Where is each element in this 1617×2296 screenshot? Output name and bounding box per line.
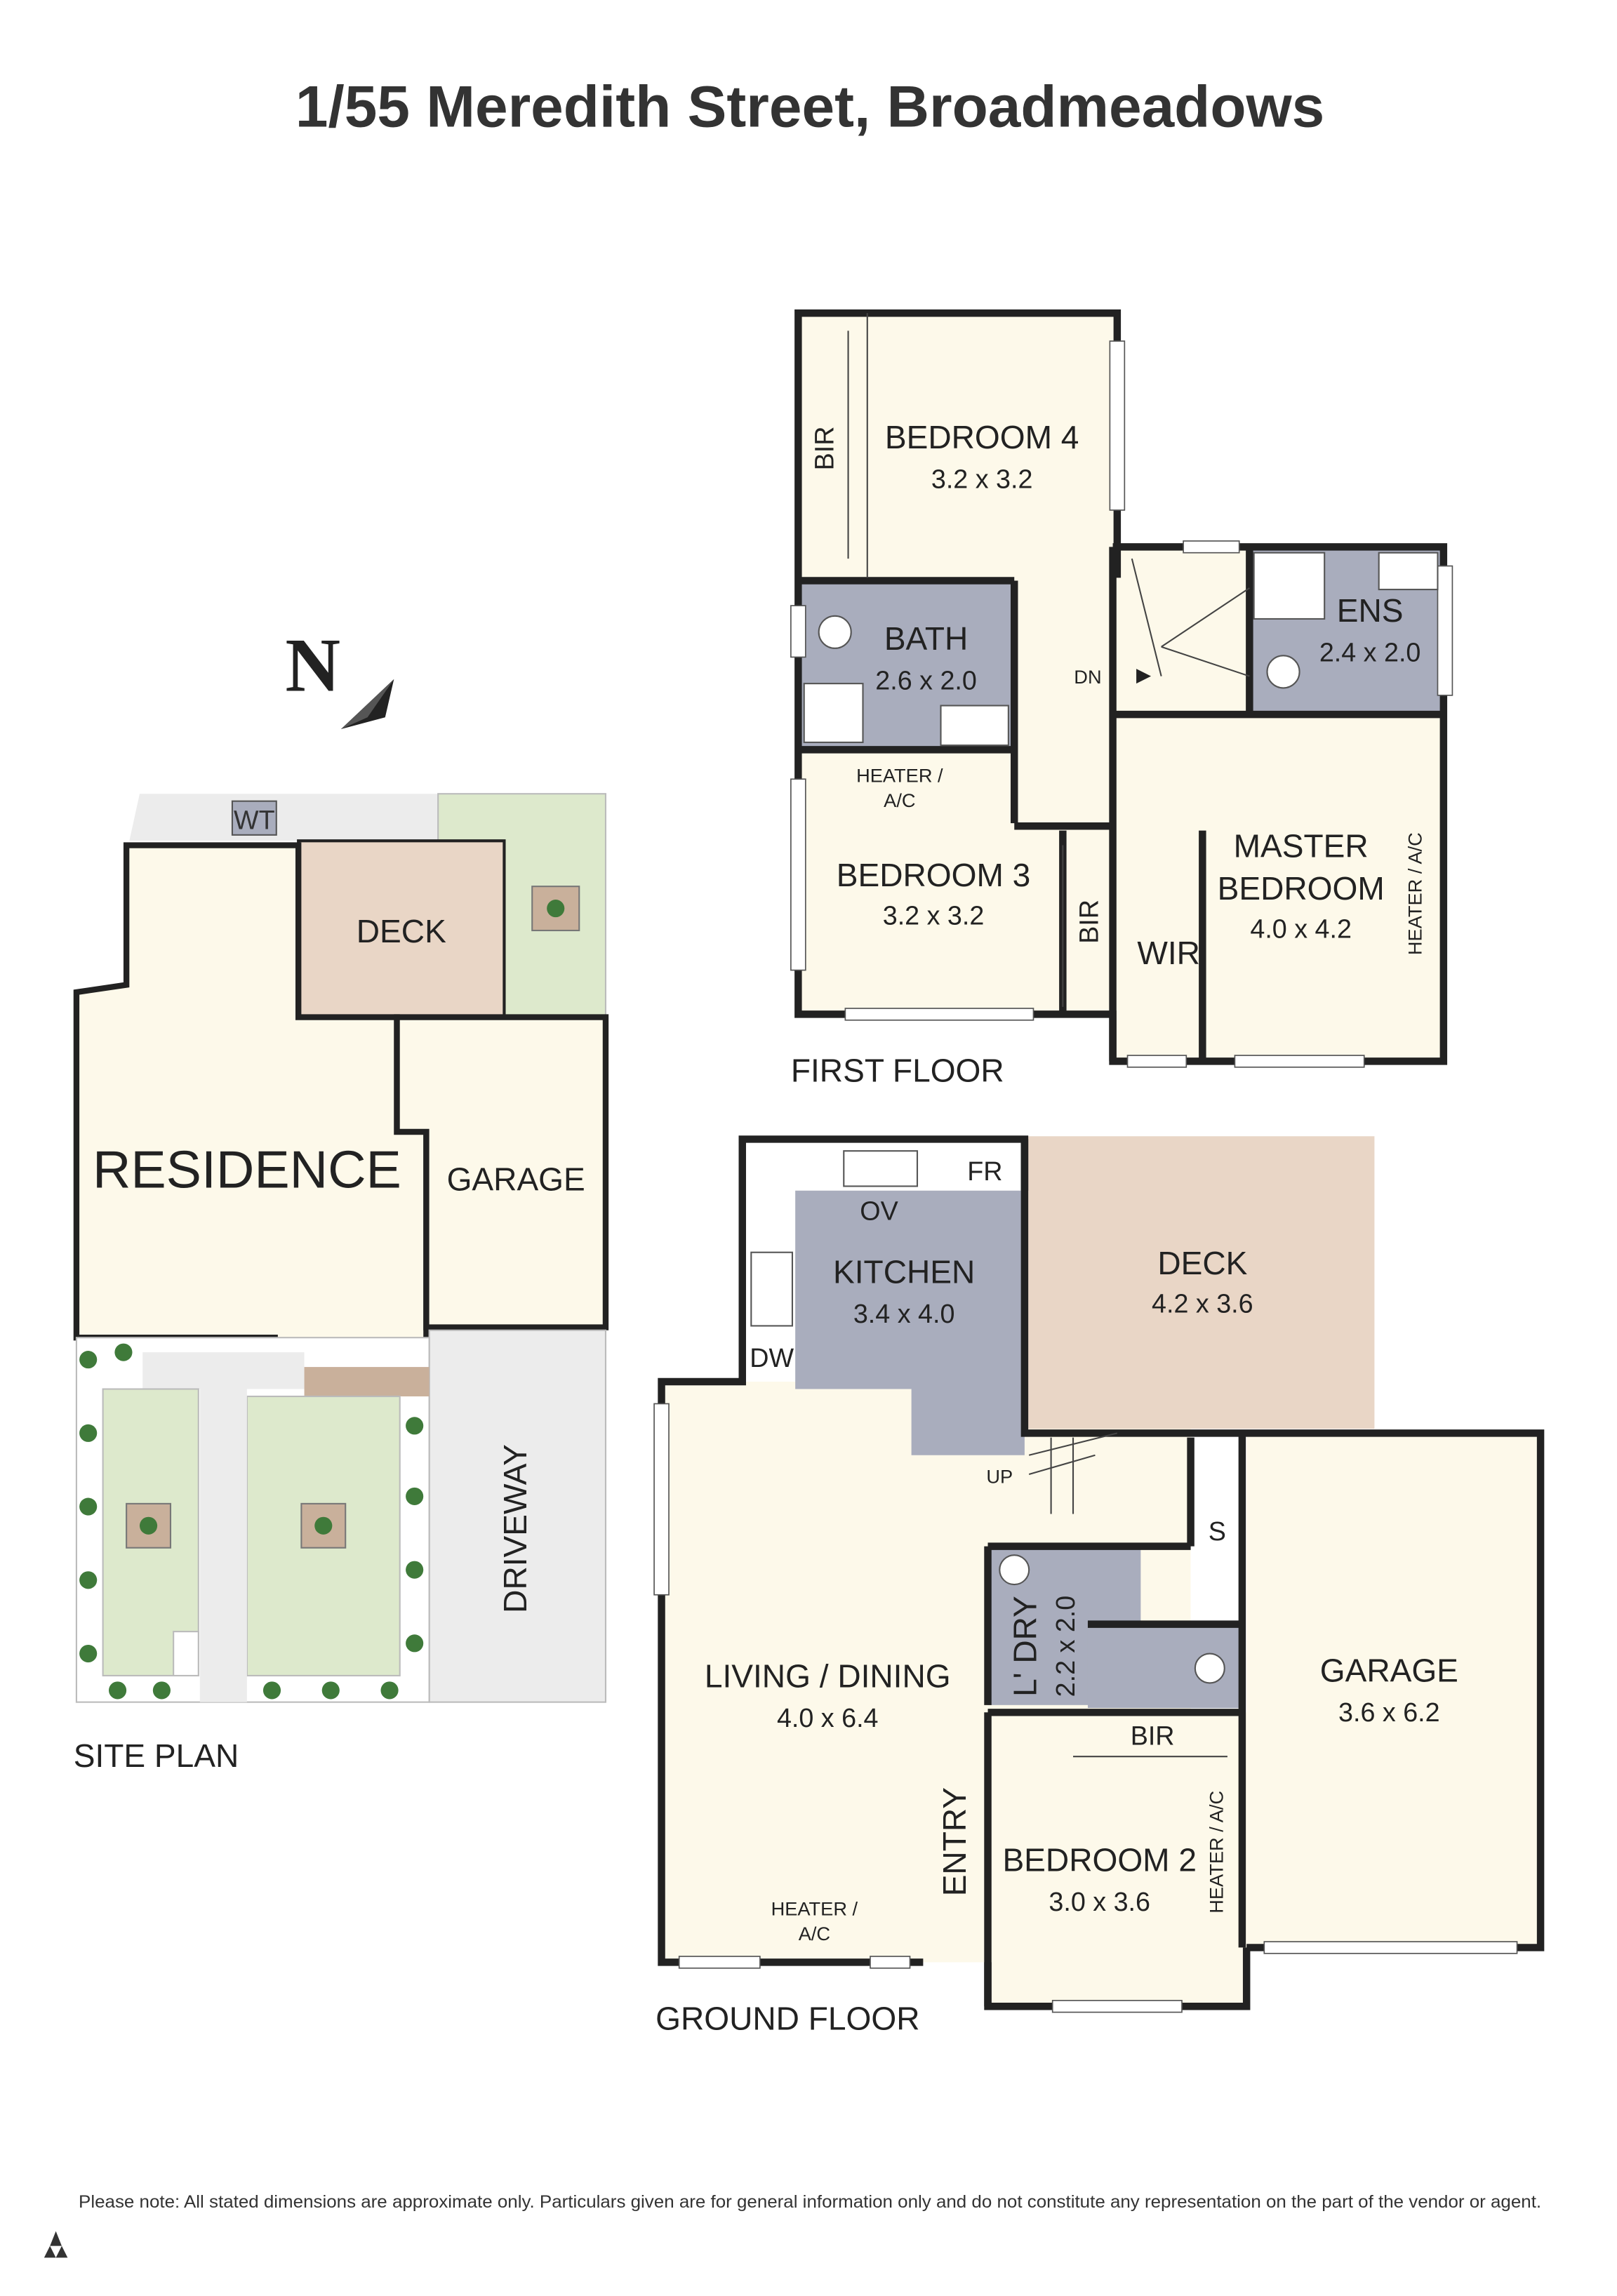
ground-floor-fr: FR [967,1156,1002,1186]
site-plan-wt: WT [234,805,275,834]
ground-floor-deck-dim: 4.2 x 3.6 [1152,1289,1253,1319]
first-floor-wir: WIR [1137,935,1200,971]
ground-floor-heater-bed2: HEATER / A/C [1206,1791,1227,1914]
ground-floor-laundry-dim: 2.2 x 2.0 [1051,1596,1080,1697]
ground-floor-heater-living1: HEATER / [771,1897,858,1919]
disclaimer: Please note: All stated dimensions are a… [79,2192,1541,2212]
ground-floor-living-dim: 4.0 x 6.4 [777,1703,879,1733]
ground-floor-garage-dim: 3.6 x 6.2 [1338,1697,1440,1727]
north-label: N [285,623,340,708]
ground-floor-dw: DW [750,1343,794,1373]
site-plan-garage: GARAGE [447,1161,585,1198]
ground-floor-heater-living2: A/C [799,1923,830,1944]
first-floor-bedroom3-name: BEDROOM 3 [837,857,1031,893]
arrow-icon [1136,669,1152,684]
first-floor-master-name1: MASTER [1234,827,1369,864]
first-floor-heater1: HEATER / [856,764,943,786]
site-plan-deck: DECK [357,913,446,949]
ground-floor-s: S [1209,1516,1226,1546]
ground-floor-living-name: LIVING / DINING [705,1658,951,1695]
first-floor-master-dim: 4.0 x 4.2 [1250,914,1352,943]
first-floor-label: FIRST FLOOR [791,1053,1004,1089]
north-arrow-icon: N [285,623,394,730]
ground-floor-bir: BIR [1131,1721,1175,1750]
first-floor-ens-name: ENS [1337,592,1404,629]
first-floor-bedroom3-dim: 3.2 x 3.2 [883,901,985,930]
ground-floor-kitchen-dim: 3.4 x 4.0 [853,1299,955,1328]
site-plan: WT DECK RESIDENCE GARAGE DRIVEWAY SITE P… [74,793,609,1774]
ground-floor-deck-name: DECK [1157,1245,1247,1281]
ground-floor: FR OV KITCHEN 3.4 x 4.0 DW DECK 4.2 x 3.… [653,1135,1545,2037]
first-floor-heater-master: HEATER / A/C [1404,832,1425,955]
first-floor-bath-dim: 2.6 x 2.0 [875,666,977,695]
site-plan-driveway: DRIVEWAY [497,1444,533,1613]
ground-floor-bedroom2-name: BEDROOM 2 [1002,1842,1197,1878]
ground-floor-kitchen-name: KITCHEN [833,1254,975,1290]
logo-icon [44,2231,68,2258]
first-floor-bath-name: BATH [884,620,968,657]
ground-floor-bedroom2-dim: 3.0 x 3.6 [1049,1887,1150,1916]
site-plan-residence: RESIDENCE [93,1140,401,1199]
first-floor-bir3: BIR [1074,900,1104,944]
first-floor-bir4: BIR [810,427,839,471]
ground-floor-up: UP [986,1466,1013,1488]
first-floor: BEDROOM 4 3.2 x 3.2 BIR BATH 2.6 x 2.0 D… [790,309,1453,1089]
first-floor-bedroom4-name: BEDROOM 4 [885,419,1079,455]
ground-floor-entry: ENTRY [936,1787,973,1896]
site-driveway [428,1329,607,1703]
ground-floor-label: GROUND FLOOR [656,2001,919,2037]
first-floor-bedroom4-dim: 3.2 x 3.2 [931,465,1033,494]
ground-floor-ov: OV [860,1196,898,1226]
first-floor-dn: DN [1074,666,1101,688]
ground-floor-garage-name: GARAGE [1320,1652,1458,1688]
page-title: 1/55 Meredith Street, Broadmeadows [295,73,1324,139]
water-tank [231,800,277,836]
first-floor-heater2: A/C [884,789,915,811]
site-garage [394,1014,609,1330]
first-floor-master-name2: BEDROOM [1218,870,1385,907]
ground-floor-laundry-name: L' DRY [1007,1596,1044,1697]
first-floor-ens-dim: 2.4 x 2.0 [1319,638,1421,667]
site-plan-label: SITE PLAN [74,1737,239,1774]
site-deck [297,839,506,1019]
